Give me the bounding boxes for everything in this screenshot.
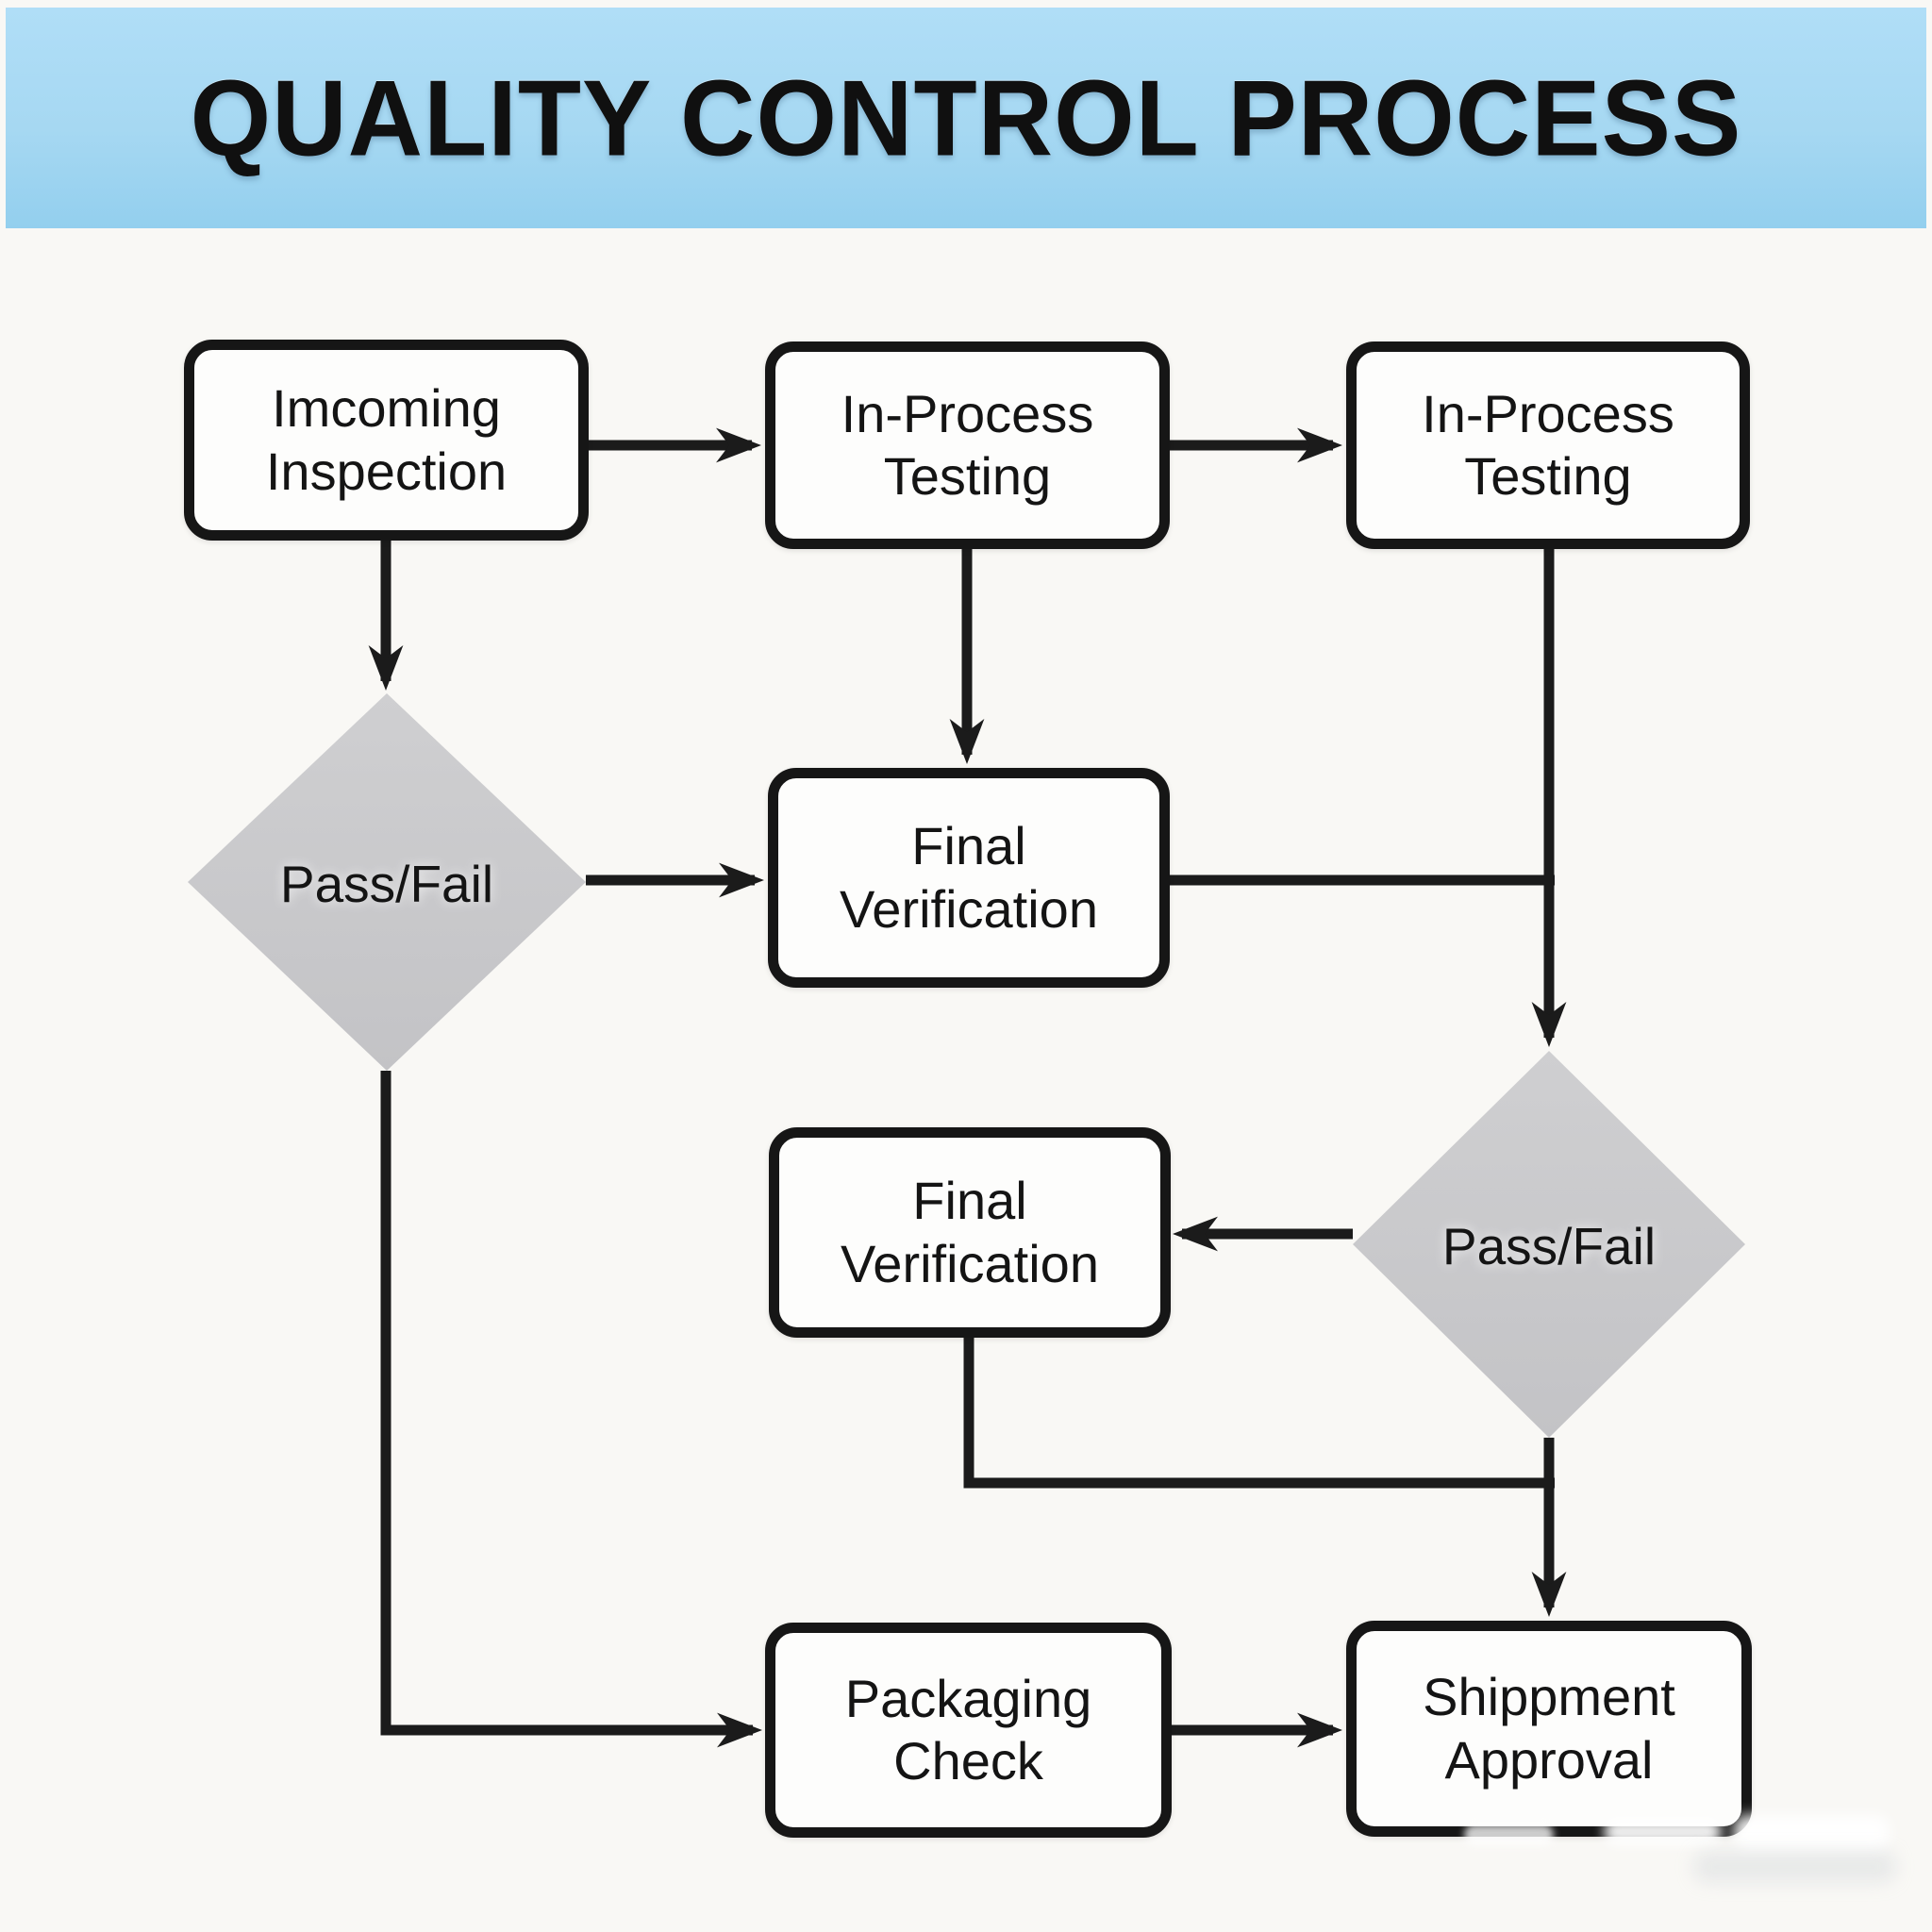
node-shipment-approval-label: Shippment Approval bbox=[1423, 1667, 1675, 1790]
node-pass-fail-1-label: Pass/Fail bbox=[279, 855, 494, 913]
node-final-verification-2: Final Verification bbox=[769, 1127, 1171, 1338]
node-pass-fail-2-shape bbox=[1353, 1051, 1745, 1438]
node-pass-fail-1-shape bbox=[188, 693, 586, 1071]
node-incoming-inspection: Imcoming Inspection bbox=[184, 340, 589, 541]
title-banner: QUALITY CONTROL PROCESS bbox=[6, 8, 1926, 228]
node-in-process-testing-1: In-Process Testing bbox=[765, 341, 1170, 549]
watermark-smudge bbox=[1693, 1851, 1896, 1883]
node-in-process-testing-2: In-Process Testing bbox=[1346, 341, 1750, 549]
page-title: QUALITY CONTROL PROCESS bbox=[190, 58, 1742, 178]
watermark-smudge bbox=[1734, 1815, 1890, 1851]
node-in-process-testing-2-label: In-Process Testing bbox=[1422, 383, 1674, 506]
node-in-process-testing-1-label: In-Process Testing bbox=[841, 383, 1094, 506]
node-final-verification-1-label: Final Verification bbox=[840, 816, 1098, 939]
node-final-verification-1: Final Verification bbox=[768, 768, 1170, 988]
node-final-verification-2-label: Final Verification bbox=[841, 1171, 1099, 1293]
node-packaging-check-label: Packaging Check bbox=[844, 1668, 1092, 1790]
watermark-smudge bbox=[1604, 1819, 1722, 1845]
edge-finalver2-merge-line bbox=[963, 1338, 1555, 1489]
node-pass-fail-2-label: Pass/Fail bbox=[1441, 1217, 1657, 1275]
node-packaging-check: Packaging Check bbox=[765, 1623, 1172, 1838]
watermark-smudge bbox=[1464, 1824, 1554, 1845]
node-shipment-approval: Shippment Approval bbox=[1346, 1621, 1752, 1837]
edge-passfail1-to-packaging bbox=[380, 1071, 762, 1748]
node-incoming-inspection-label: Imcoming Inspection bbox=[265, 378, 508, 501]
